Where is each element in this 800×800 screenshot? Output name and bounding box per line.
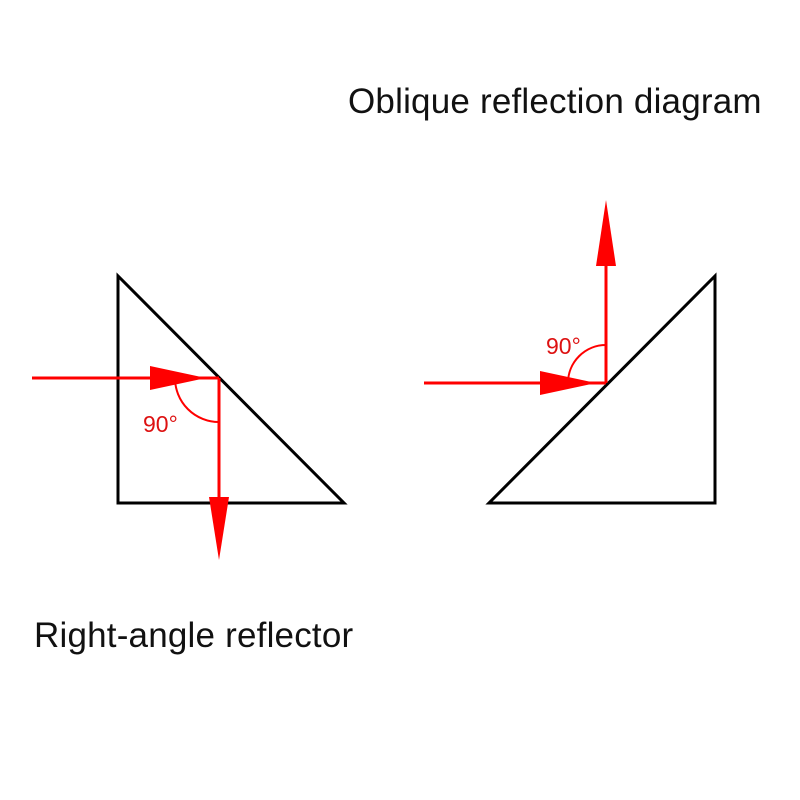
right-prism-outline [485, 272, 717, 505]
right-angle-reflector-diagram: 90° [32, 272, 348, 560]
right-angle-arc [567, 344, 607, 384]
up-arrow-icon [596, 200, 616, 266]
oblique-reflection-title: Oblique reflection diagram [348, 82, 762, 121]
oblique-reflection-diagram: 90° [424, 200, 717, 505]
down-arrow-icon [209, 497, 229, 560]
left-prism-outline [116, 272, 348, 505]
left-angle-label: 90° [143, 411, 178, 437]
right-arrow-icon [150, 366, 206, 390]
right-angle-label: 90° [546, 333, 581, 359]
right-angle-reflector-caption: Right-angle reflector [34, 616, 354, 655]
left-angle-arc [174, 377, 220, 423]
